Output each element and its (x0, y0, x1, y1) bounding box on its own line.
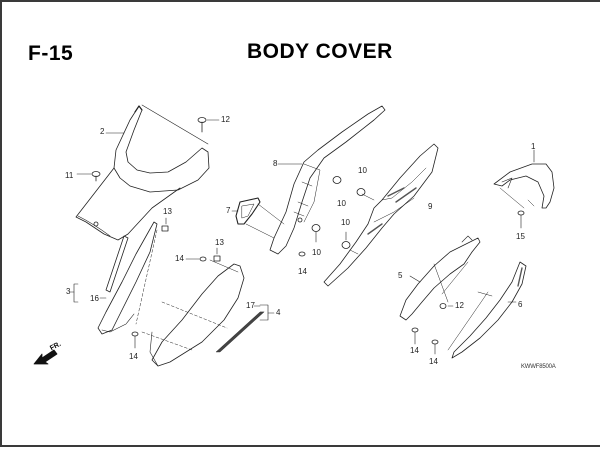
callout-13: 13 (215, 238, 224, 247)
callout-14: 14 (298, 267, 307, 276)
part-8-frame-cover (269, 105, 386, 255)
callout-6: 6 (518, 300, 523, 309)
part-5-side-cover (399, 235, 481, 321)
callout-8: 8 (273, 159, 278, 168)
clip-11 (76, 171, 101, 182)
callout-10: 10 (337, 199, 346, 208)
clip-13 (213, 255, 221, 262)
part-1-rear-cover (493, 149, 555, 209)
bolt-12 (197, 117, 220, 133)
callout-12: 12 (455, 301, 464, 310)
screw-14 (298, 251, 306, 257)
callout-12: 12 (221, 115, 230, 124)
callout-1: 1 (531, 142, 536, 151)
front-direction-arrow-icon (33, 349, 58, 365)
grommet-10 (311, 176, 366, 249)
callout-15: 15 (516, 232, 525, 241)
callout-2: 2 (100, 127, 105, 136)
callout-7: 7 (226, 206, 231, 215)
bolt-12 (439, 303, 454, 309)
screw-14 (131, 331, 139, 349)
callout-14: 14 (410, 346, 419, 355)
screw-15 (517, 210, 525, 229)
callout-14: 14 (429, 357, 438, 366)
callout-10: 10 (358, 166, 367, 175)
section-code: F-15 (28, 42, 74, 65)
part-7-cover (231, 197, 285, 239)
diagram-reference-code: KWWF8500A (521, 364, 556, 370)
callout-14: 14 (129, 352, 138, 361)
callout-3: 3 (66, 287, 71, 296)
callout-10: 10 (312, 248, 321, 257)
callout-16: 16 (90, 294, 99, 303)
screw-14 (185, 256, 207, 262)
part-3-side-trim (69, 221, 158, 335)
clip-13 (161, 225, 169, 232)
page-title: BODY COVER (247, 40, 393, 63)
callout-17: 17 (246, 301, 255, 310)
callout-5: 5 (398, 271, 403, 280)
callout-11: 11 (65, 171, 74, 180)
callout-13: 13 (163, 207, 172, 216)
part-4-floor-side-cover (141, 259, 275, 367)
callout-4: 4 (276, 308, 281, 317)
screw-14 (411, 327, 439, 355)
part-9-body-cover (323, 143, 439, 287)
callout-9: 9 (428, 202, 433, 211)
part-6-side-cover (447, 261, 527, 359)
callout-14: 14 (175, 254, 184, 263)
part-2-front-cover (75, 104, 210, 241)
callout-10: 10 (341, 218, 350, 227)
